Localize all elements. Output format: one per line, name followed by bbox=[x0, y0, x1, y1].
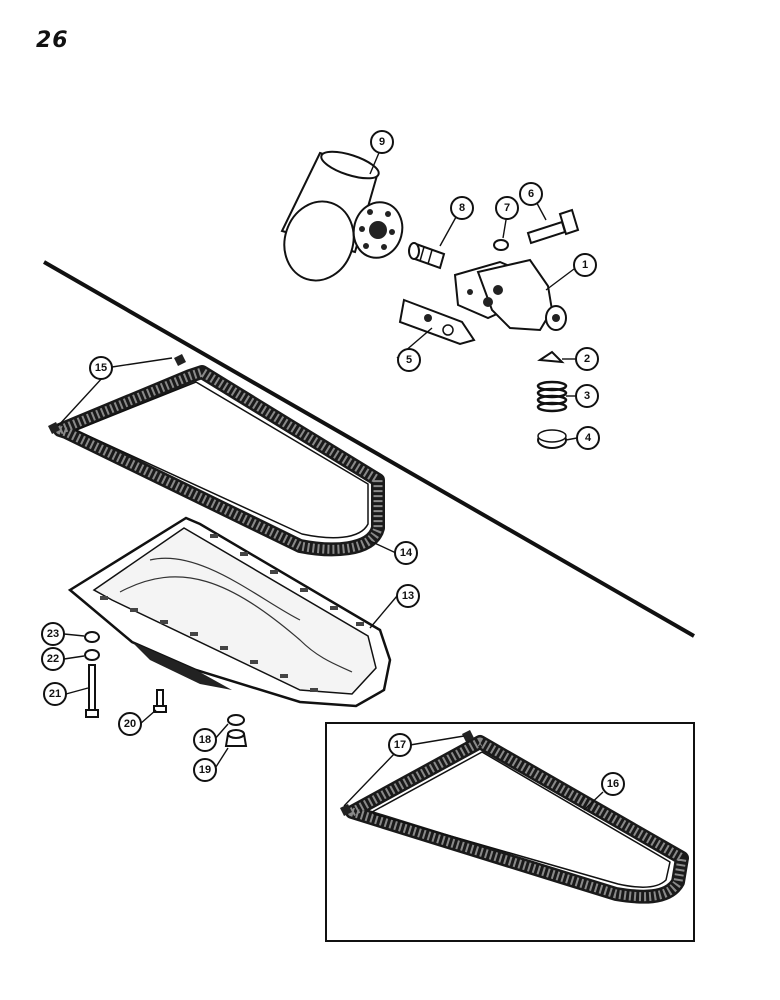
svg-text:15: 15 bbox=[95, 362, 107, 374]
svg-text:8: 8 bbox=[459, 202, 465, 214]
svg-text:2: 2 bbox=[584, 353, 590, 365]
callout-19: 19 bbox=[193, 758, 217, 782]
adapter-gasket bbox=[398, 298, 476, 346]
separator-line bbox=[43, 260, 695, 638]
callout-14: 14 bbox=[394, 541, 418, 565]
svg-text:17: 17 bbox=[394, 739, 406, 751]
callout-20: 20 bbox=[118, 712, 142, 736]
svg-text:4: 4 bbox=[585, 432, 592, 444]
callout-15: 15 bbox=[89, 356, 113, 380]
callout-4: 4 bbox=[576, 426, 600, 450]
alt-pan-gasket bbox=[340, 730, 689, 904]
svg-text:20: 20 bbox=[124, 718, 136, 730]
svg-text:23: 23 bbox=[47, 628, 59, 640]
callout-21: 21 bbox=[43, 682, 67, 706]
svg-text:16: 16 bbox=[607, 778, 619, 790]
callout-5: 5 bbox=[397, 348, 421, 372]
svg-text:18: 18 bbox=[199, 734, 211, 746]
inset-box bbox=[325, 722, 695, 942]
spring bbox=[536, 380, 568, 413]
svg-text:21: 21 bbox=[49, 688, 61, 700]
callout-9: 9 bbox=[370, 130, 394, 154]
callout-7: 7 bbox=[495, 196, 519, 220]
short-bolt bbox=[153, 689, 167, 713]
svg-text:6: 6 bbox=[528, 188, 534, 200]
oil-filter bbox=[280, 150, 404, 282]
callout-6: 6 bbox=[519, 182, 543, 206]
callout-22: 22 bbox=[41, 647, 65, 671]
callout-8: 8 bbox=[450, 196, 474, 220]
callout-16: 16 bbox=[601, 772, 625, 796]
svg-text:22: 22 bbox=[47, 653, 59, 665]
callout-2: 2 bbox=[575, 347, 599, 371]
page-number: 26 bbox=[36, 28, 69, 53]
callout-17: 17 bbox=[388, 733, 412, 757]
filter-adapter bbox=[453, 258, 567, 332]
svg-text:13: 13 bbox=[402, 590, 414, 602]
plug bbox=[537, 429, 567, 449]
washer-18 bbox=[227, 714, 245, 726]
svg-text:1: 1 bbox=[582, 259, 588, 271]
washer-22 bbox=[84, 649, 100, 661]
callout-23: 23 bbox=[41, 622, 65, 646]
valve-2 bbox=[537, 350, 565, 364]
callout-1: 1 bbox=[573, 253, 597, 277]
leader-lines bbox=[57, 147, 604, 811]
washer-23 bbox=[84, 631, 100, 643]
callout-3: 3 bbox=[575, 384, 599, 408]
oil-pan bbox=[67, 516, 392, 708]
callout-13: 13 bbox=[396, 584, 420, 608]
svg-text:9: 9 bbox=[379, 136, 385, 148]
svg-text:3: 3 bbox=[584, 390, 590, 402]
washer-7 bbox=[493, 239, 509, 251]
callout-18: 18 bbox=[193, 728, 217, 752]
svg-text:14: 14 bbox=[400, 547, 413, 559]
svg-text:5: 5 bbox=[406, 354, 412, 366]
svg-text:7: 7 bbox=[504, 202, 510, 214]
svg-text:19: 19 bbox=[199, 764, 211, 776]
nipple-fitting bbox=[408, 242, 446, 270]
drain-plug bbox=[224, 729, 248, 747]
long-bolt bbox=[85, 664, 99, 718]
bolt-6 bbox=[526, 208, 580, 245]
oil-pan-gasket bbox=[48, 354, 385, 557]
